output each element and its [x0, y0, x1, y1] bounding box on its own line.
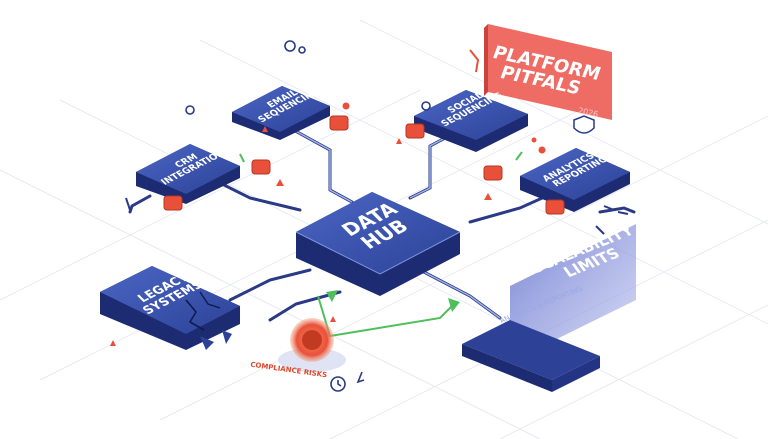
gear-icon [342, 102, 546, 154]
stopwatch-icon [330, 371, 365, 392]
node-legacy-systems [100, 266, 240, 350]
alert-badges [163, 115, 565, 215]
flow-arrows [239, 151, 523, 338]
compliance-alarm [278, 318, 346, 372]
node-analytics-reporting [520, 148, 630, 212]
node-data-hub [295, 192, 461, 296]
wrench-icon [469, 49, 480, 73]
warning-icon [110, 126, 492, 346]
node-social-sequencing [414, 90, 528, 152]
arrow-icon [326, 290, 338, 302]
node-crm-integration [136, 144, 240, 204]
platform-pitfalls-banner [484, 24, 612, 120]
scalability-panel [462, 224, 636, 392]
gear-icon [185, 40, 431, 115]
node-email-sequencing [232, 86, 330, 140]
shield-icon [573, 115, 595, 134]
wrench-icon [125, 197, 629, 235]
arrow-icon [448, 298, 460, 312]
